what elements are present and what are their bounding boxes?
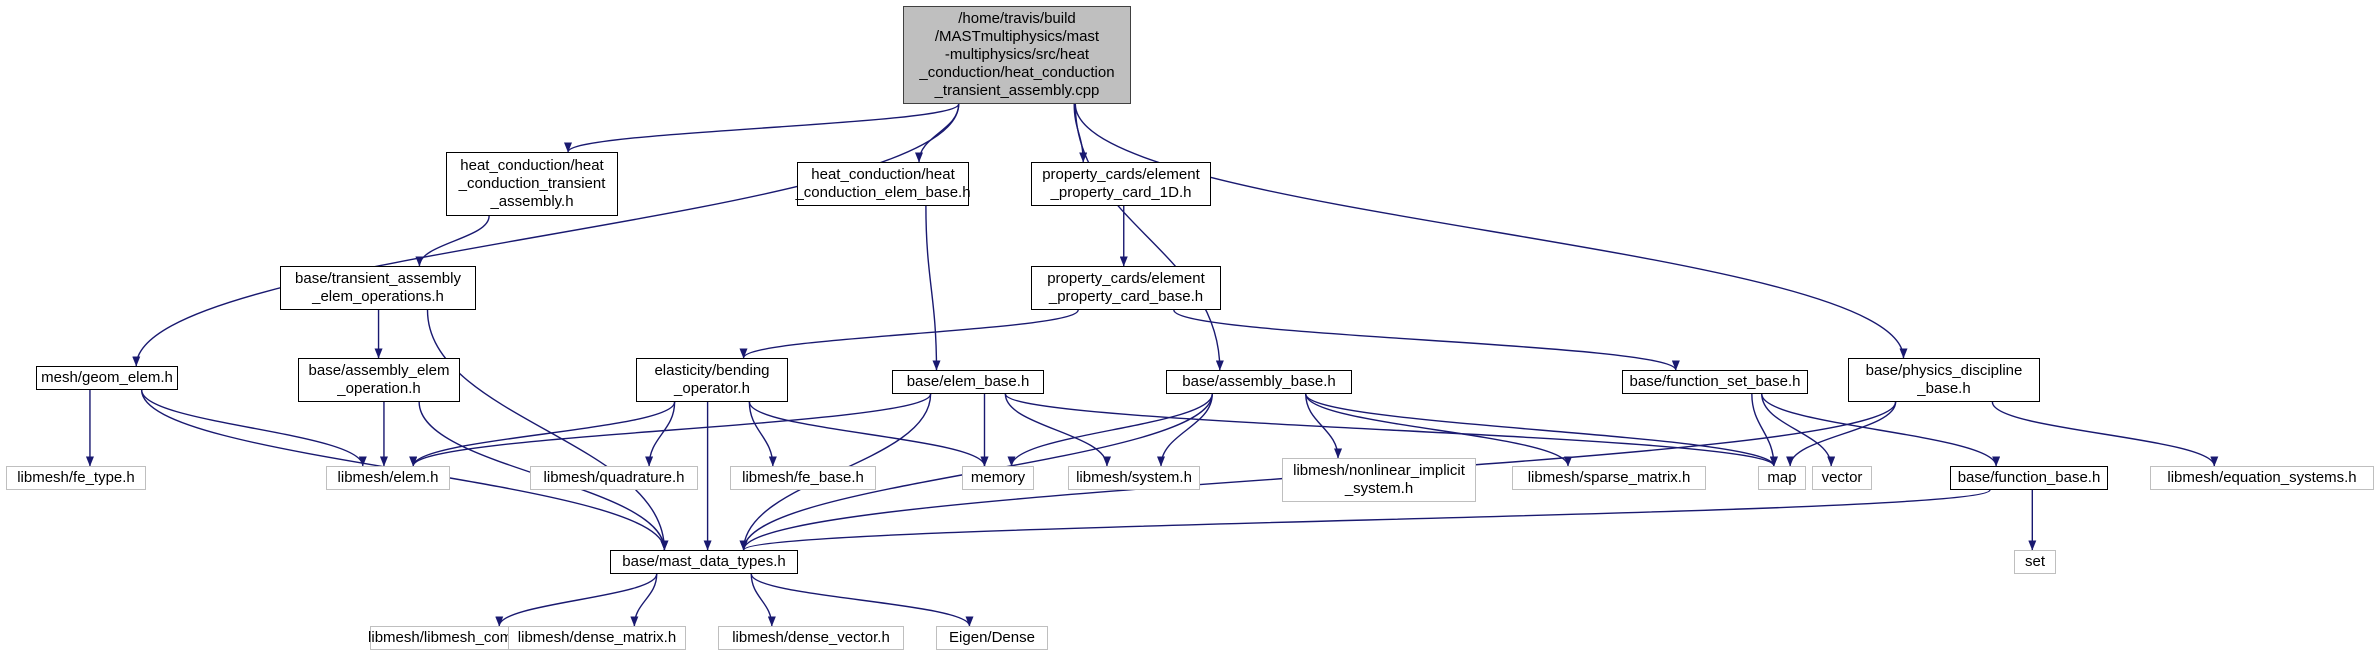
node-set: set	[2014, 550, 2056, 574]
edge-assembly_base_h-to-nonlinear	[1305, 393, 1343, 459]
edge-assembly_base_h-to-system	[1157, 393, 1213, 467]
edge-elem_base_h-to-elem	[409, 393, 932, 467]
node-libmesh-fe-base: libmesh/fe_base.h	[730, 466, 876, 490]
edge-assembly_base_h-to-map	[1305, 393, 1778, 467]
node-vector: vector	[1812, 466, 1872, 490]
edge-mast_types_h-to-dense_matrix	[630, 573, 658, 627]
edge-geom_elem_h-to-elem	[140, 389, 367, 467]
node-libmesh-dense-matrix: libmesh/dense_matrix.h	[508, 626, 686, 650]
edge-pc_base_h-to-bending_h	[739, 309, 1079, 359]
node-libmesh-nonlinear-implicit-system: libmesh/nonlinear_implicit _system.h	[1282, 458, 1476, 502]
edge-bending_h-to-memory	[748, 401, 989, 467]
edge-elem_base_h-to-map	[1004, 393, 1778, 467]
edge-fn_set_base_h-to-fn_base_h	[1761, 393, 2001, 467]
node-physics-discipline-base-header[interactable]: base/physics_discipline _base.h	[1848, 358, 2040, 402]
node-eigen-dense: Eigen/Dense	[936, 626, 1048, 650]
node-mast-data-types-header[interactable]: base/mast_data_types.h	[610, 550, 798, 574]
node-transient-assembly-elem-operations-header[interactable]: base/transient_assembly _elem_operations…	[280, 266, 476, 310]
node-libmesh-fe-type: libmesh/fe_type.h	[6, 466, 146, 490]
edge-elem_base_h-to-system	[1004, 393, 1111, 467]
edge-fn_set_base_h-to-vector	[1761, 393, 1836, 467]
edge-assembly_base_h-to-sparse	[1305, 393, 1572, 467]
node-libmesh-sparse-matrix: libmesh/sparse_matrix.h	[1512, 466, 1706, 490]
node-heat-conduction-transient-assembly-header[interactable]: heat_conduction/heat _conduction_transie…	[446, 152, 618, 216]
edge-root-to-physics_h	[1074, 103, 1908, 359]
edge-fn_set_base_h-to-map	[1751, 393, 1778, 467]
node-elem-base-header[interactable]: base/elem_base.h	[892, 370, 1044, 394]
node-bending-operator-header[interactable]: elasticity/bending _operator.h	[636, 358, 788, 402]
node-assembly-base-header[interactable]: base/assembly_base.h	[1166, 370, 1352, 394]
node-libmesh-equation-systems: libmesh/equation_systems.h	[2150, 466, 2374, 490]
node-libmesh-quadrature: libmesh/quadrature.h	[530, 466, 698, 490]
node-libmesh-elem: libmesh/elem.h	[326, 466, 450, 490]
edge-assembly_base_h-to-memory	[1007, 393, 1213, 467]
edge-root-to-geom_elem_h	[132, 103, 960, 367]
edge-transient_ops_h-to-mast_types_h	[426, 309, 669, 551]
edge-fn_base_h-to-mast_types_h	[740, 489, 1991, 551]
node-assembly-elem-operation-header[interactable]: base/assembly_elem _operation.h	[298, 358, 460, 402]
edge-hc_elem_base_h-to-elem_base_h	[925, 205, 941, 371]
node-map: map	[1758, 466, 1806, 490]
node-function-base-header[interactable]: base/function_base.h	[1950, 466, 2108, 490]
edge-physics_h-to-map	[1786, 401, 1897, 467]
edge-mast_types_h-to-dense_vector	[750, 573, 776, 627]
edge-mast_types_h-to-eigen	[750, 573, 974, 627]
node-element-property-card-1d-header[interactable]: property_cards/element _property_card_1D…	[1031, 162, 1211, 206]
node-function-set-base-header[interactable]: base/function_set_base.h	[1622, 370, 1808, 394]
edge-root-to-hc_elem_base_h	[915, 103, 960, 163]
edge-root-to-hc_transient_h	[564, 103, 960, 153]
edge-hc_transient_h-to-transient_ops_h	[415, 215, 490, 267]
node-root-source-file: /home/travis/build /MASTmultiphysics/mas…	[903, 6, 1131, 104]
edge-bending_h-to-quadrature	[645, 401, 676, 467]
node-libmesh-system: libmesh/system.h	[1068, 466, 1200, 490]
node-heat-conduction-elem-base-header[interactable]: heat_conduction/heat _conduction_elem_ba…	[795, 162, 971, 206]
edge-root-to-assembly_base_h	[1074, 103, 1224, 371]
node-geom-elem-header[interactable]: mesh/geom_elem.h	[36, 366, 178, 390]
edge-mast_types_h-to-libmesh_common	[495, 573, 658, 627]
edge-physics_h-to-eq_systems	[1991, 401, 2219, 467]
edge-bending_h-to-elem	[409, 401, 676, 467]
node-element-property-card-base-header[interactable]: property_cards/element _property_card_ba…	[1031, 266, 1221, 310]
node-memory: memory	[962, 466, 1034, 490]
node-libmesh-dense-vector: libmesh/dense_vector.h	[718, 626, 904, 650]
edge-pc_base_h-to-fn_set_base_h	[1173, 309, 1680, 371]
edge-bending_h-to-fe_base	[748, 401, 777, 467]
